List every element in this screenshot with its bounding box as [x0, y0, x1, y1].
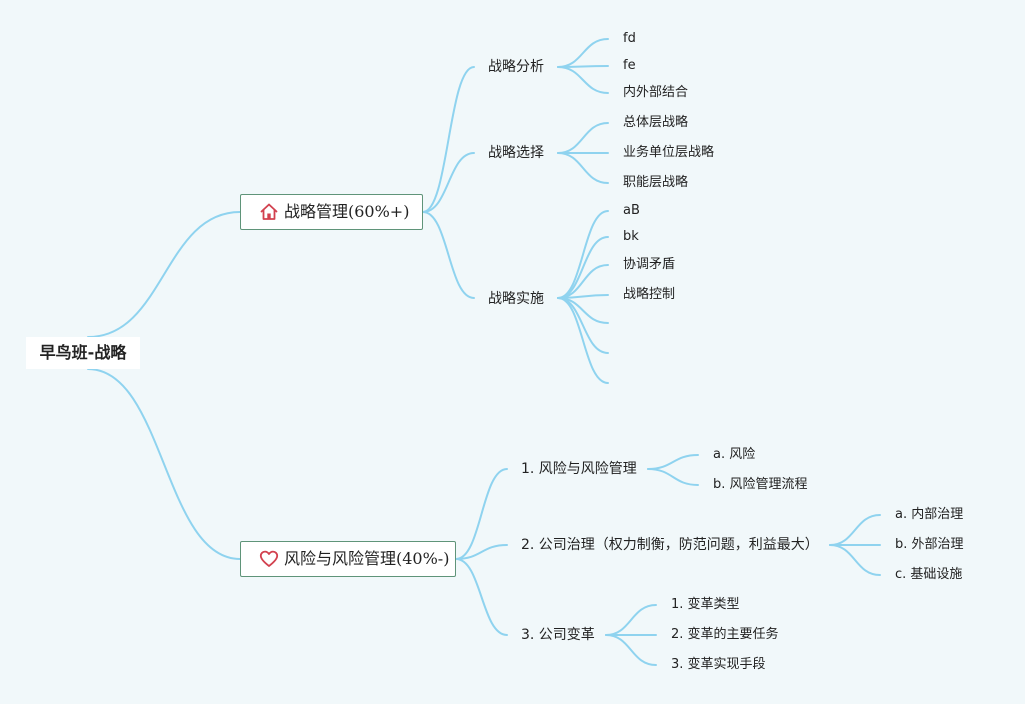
leaf-node[interactable]: bk	[623, 228, 639, 246]
link-subtopic-leaf	[829, 544, 881, 576]
link-branch-subtopic	[422, 66, 475, 213]
link-branch-subtopic	[422, 152, 475, 213]
subtopic-label: 2. 公司治理（权力制衡，防范问题，利益最大）	[521, 537, 819, 553]
leaf-label: bk	[623, 229, 639, 244]
branch-label: 风险与风险管理(40%-)	[284, 549, 450, 568]
subtopic-label: 战略实施	[488, 291, 544, 307]
leaf-label: 协调矛盾	[623, 257, 676, 272]
leaf-label: 职能层战略	[623, 175, 689, 190]
leaf-label: 1. 变革类型	[671, 597, 740, 612]
leaf-label: 3. 变革实现手段	[671, 657, 766, 672]
leaf-label: aB	[623, 203, 640, 218]
leaf-node[interactable]: 总体层战略	[623, 114, 688, 132]
subtopic-strategy-choice[interactable]: 战略选择	[488, 144, 544, 162]
link-subtopic-leaf	[557, 236, 609, 299]
leaf-node[interactable]: 职能层战略	[623, 174, 688, 192]
link-root-branch	[87, 368, 241, 560]
leaf-node[interactable]: 业务单位层战略	[623, 144, 714, 162]
subtopic-corporate-governance[interactable]: 2. 公司治理（权力制衡，防范问题，利益最大）	[521, 536, 819, 554]
leaf-node[interactable]: 2. 变革的主要任务	[671, 626, 779, 644]
subtopic-label: 3. 公司变革	[521, 627, 595, 643]
leaf-node[interactable]: aB	[623, 202, 640, 220]
link-subtopic-leaf	[829, 514, 881, 546]
leaf-node[interactable]: 1. 变革类型	[671, 596, 740, 614]
link-subtopic-leaf	[557, 65, 609, 68]
leaf-node[interactable]: fd	[623, 30, 636, 48]
link-subtopic-leaf	[557, 297, 609, 384]
link-subtopic-leaf	[557, 122, 609, 154]
leaf-label: a. 内部治理	[895, 507, 964, 522]
leaf-label: 2. 变革的主要任务	[671, 627, 779, 642]
leaf-node[interactable]: b. 风险管理流程	[713, 476, 808, 494]
leaf-node[interactable]: a. 内部治理	[895, 506, 963, 524]
leaf-label: b. 风险管理流程	[713, 477, 808, 492]
subtopic-label: 战略选择	[488, 145, 544, 161]
leaf-node[interactable]: fe	[623, 57, 636, 75]
subtopic-label: 战略分析	[488, 59, 544, 75]
leaf-label: 内外部结合	[623, 85, 689, 100]
link-root-branch	[87, 211, 241, 338]
leaf-node[interactable]: 协调矛盾	[623, 256, 675, 274]
link-branch-subtopic	[422, 211, 475, 299]
root-node[interactable]: 早鸟班-战略	[26, 337, 140, 369]
link-branch-subtopic	[455, 558, 508, 636]
heart-icon	[259, 549, 279, 569]
link-subtopic-leaf	[647, 468, 699, 486]
leaf-label: fe	[623, 58, 636, 73]
link-branch-subtopic	[455, 468, 508, 560]
home-icon	[259, 202, 279, 222]
branch-node-strategy-management[interactable]: 战略管理(60%+)	[240, 194, 423, 230]
root-label: 早鸟班-战略	[39, 343, 127, 362]
leaf-node[interactable]: b. 外部治理	[895, 536, 964, 554]
link-subtopic-leaf	[557, 152, 609, 184]
subtopic-label: 1. 风险与风险管理	[521, 461, 637, 477]
link-subtopic-leaf	[557, 66, 609, 94]
leaf-node[interactable]: 战略控制	[623, 286, 675, 304]
link-subtopic-leaf	[605, 604, 657, 636]
link-subtopic-leaf	[557, 210, 609, 299]
branch-node-risk-management[interactable]: 风险与风险管理(40%-)	[240, 541, 456, 577]
leaf-label: c. 基础设施	[895, 567, 963, 582]
leaf-node[interactable]: c. 基础设施	[895, 566, 962, 584]
subtopic-strategy-implementation[interactable]: 战略实施	[488, 290, 544, 308]
leaf-label: fd	[623, 31, 636, 46]
branch-label: 战略管理(60%+)	[284, 202, 410, 221]
leaf-label: 业务单位层战略	[623, 145, 715, 160]
leaf-node[interactable]: a. 风险	[713, 446, 755, 464]
link-subtopic-leaf	[605, 634, 657, 666]
link-branch-subtopic	[455, 544, 508, 560]
link-subtopic-leaf	[647, 454, 699, 470]
subtopic-strategy-analysis[interactable]: 战略分析	[488, 58, 544, 76]
subtopic-risk-and-risk-management[interactable]: 1. 风险与风险管理	[521, 460, 637, 478]
subtopic-corporate-change[interactable]: 3. 公司变革	[521, 626, 595, 644]
leaf-label: a. 风险	[713, 447, 756, 462]
leaf-label: b. 外部治理	[895, 537, 964, 552]
link-subtopic-leaf	[557, 38, 609, 68]
leaf-node[interactable]: 内外部结合	[623, 84, 688, 102]
leaf-node[interactable]: 3. 变革实现手段	[671, 656, 766, 674]
leaf-label: 总体层战略	[623, 115, 689, 130]
leaf-label: 战略控制	[623, 287, 676, 302]
link-subtopic-leaf	[557, 297, 609, 354]
